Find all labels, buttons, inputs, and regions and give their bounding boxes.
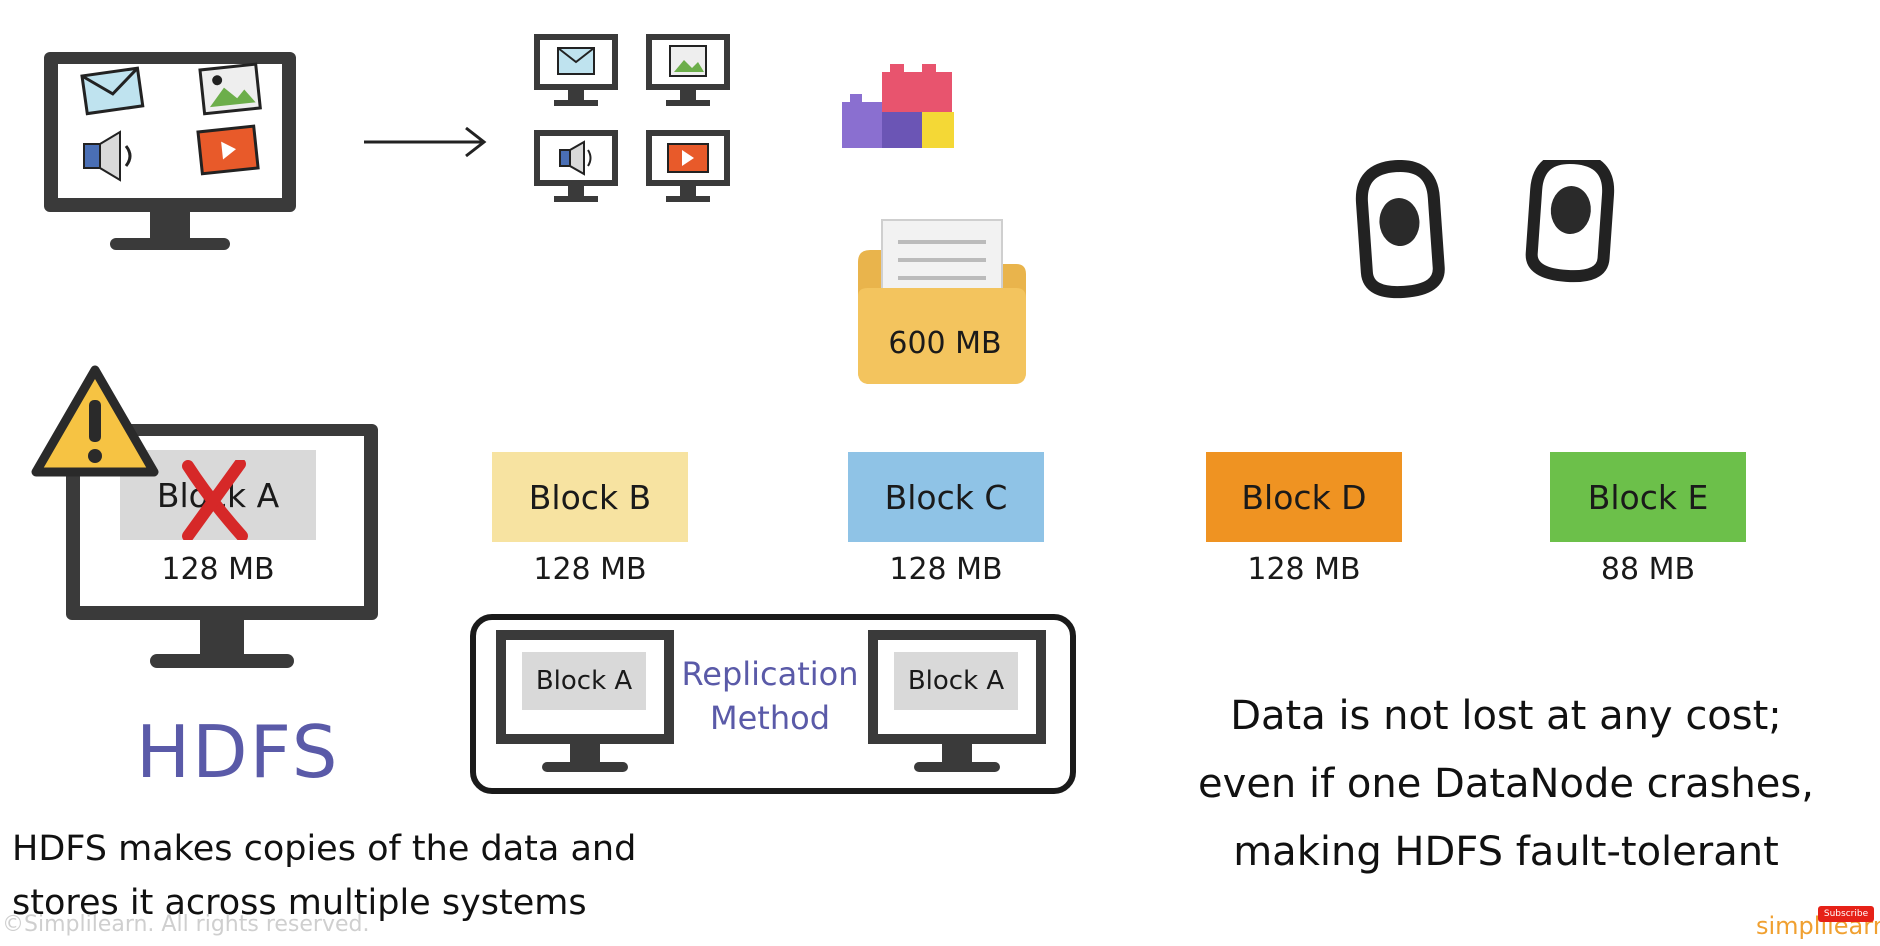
replica-left-card: Block A (522, 652, 646, 710)
replication-method-label: Replication Method (680, 652, 860, 740)
block-b-label: Block B (528, 477, 652, 517)
caption-right-line2: even if one DataNode crashes, (1198, 761, 1814, 807)
block-a-size: 128 MB (161, 552, 275, 587)
caption-left-line1: HDFS makes copies of the data and (12, 829, 637, 869)
replica-right-label: Block A (907, 666, 1005, 696)
folder-size-label: 600 MB (888, 326, 1002, 361)
block-c-size: 128 MB (889, 552, 1003, 587)
caption-left: HDFS makes copies of the data and stores… (12, 822, 636, 930)
subscribe-badge[interactable]: Subscribe (1818, 906, 1874, 922)
replication-line1: Replication (681, 655, 859, 693)
red-cross-icon (182, 460, 248, 540)
block-d-size: 128 MB (1247, 552, 1361, 587)
block-b-card: Block B (492, 452, 688, 542)
replication-line2: Method (709, 699, 830, 737)
replica-right-card: Block A (894, 652, 1018, 710)
block-d-label: Block D (1241, 477, 1367, 517)
folder-icon (858, 219, 1026, 384)
arrow-right-icon (364, 126, 487, 158)
monitor-with-media-icon (44, 52, 296, 250)
warning-icon (31, 365, 159, 477)
block-d-card: Block D (1206, 452, 1402, 542)
caption-left-line2: stores it across multiple systems (12, 883, 587, 923)
block-e-card: Block E (1550, 452, 1746, 542)
caption-right: Data is not lost at any cost; even if on… (1186, 682, 1826, 886)
hdfs-title: HDFS (136, 710, 340, 794)
block-c-label: Block C (884, 477, 1008, 517)
caption-right-line3: making HDFS fault-tolerant (1233, 829, 1779, 875)
block-b-size: 128 MB (533, 552, 647, 587)
copyright-watermark: ©Simplilearn. All rights reserved. (2, 912, 370, 937)
small-monitors-grid-icon (534, 34, 730, 202)
block-e-label: Block E (1587, 477, 1709, 517)
eyes-icon (1355, 160, 1615, 299)
block-e-size: 88 MB (1600, 552, 1696, 587)
replica-left-label: Block A (535, 666, 633, 696)
block-c-card: Block C (848, 452, 1044, 542)
caption-right-line1: Data is not lost at any cost; (1230, 693, 1782, 739)
building-blocks-icon (842, 64, 954, 148)
subscribe-label: Subscribe (1823, 909, 1869, 919)
